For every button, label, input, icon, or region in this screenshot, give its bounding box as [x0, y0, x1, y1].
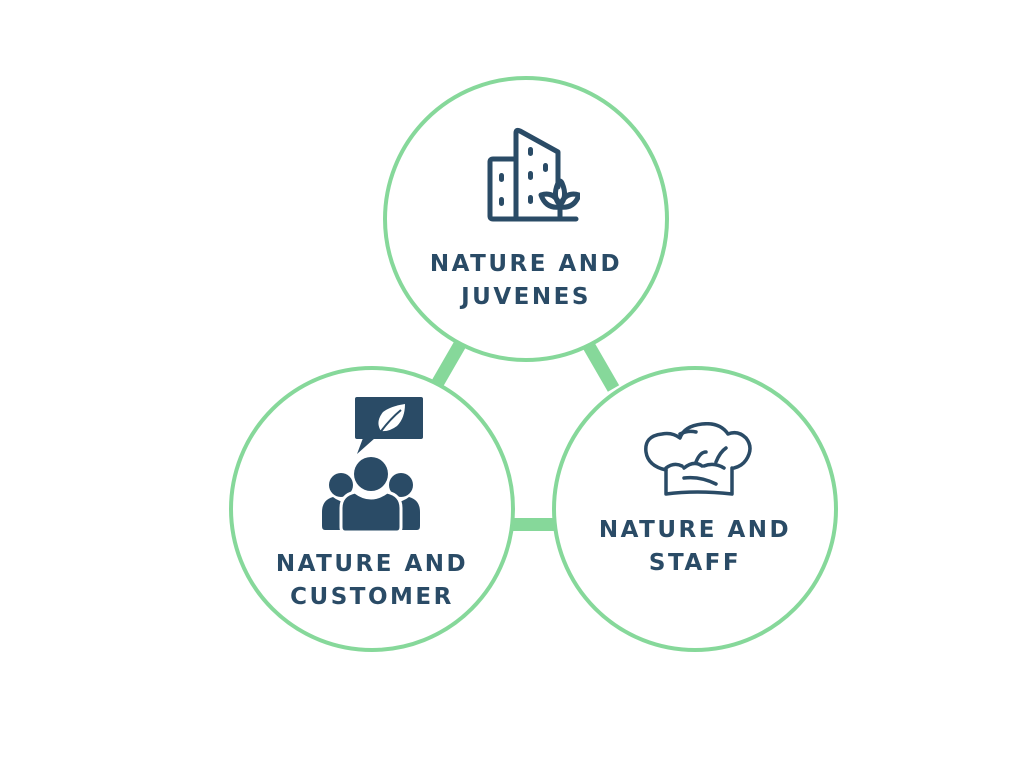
node-circle-customer: NATURE AND CUSTOMER	[229, 366, 515, 652]
node-label-juvenes: NATURE AND JUVENES	[387, 248, 665, 314]
chef-hat-icon	[644, 422, 752, 496]
label-line-2: JUVENES	[461, 284, 591, 310]
label-line-1: NATURE AND	[598, 517, 792, 543]
connector-left-right	[508, 518, 556, 531]
label-line-1: NATURE AND	[429, 251, 623, 277]
label-line-2: CUSTOMER	[290, 584, 454, 610]
node-label-staff: NATURE AND STAFF	[556, 514, 834, 580]
node-circle-juvenes: NATURE AND JUVENES	[383, 76, 669, 362]
people-speech-leaf-icon	[322, 397, 423, 534]
node-circle-staff: NATURE AND STAFF	[552, 366, 838, 652]
node-label-customer: NATURE AND CUSTOMER	[233, 548, 511, 614]
label-line-1: NATURE AND	[275, 551, 469, 577]
label-line-2: STAFF	[648, 550, 742, 576]
building-with-plant-icon	[487, 127, 580, 222]
